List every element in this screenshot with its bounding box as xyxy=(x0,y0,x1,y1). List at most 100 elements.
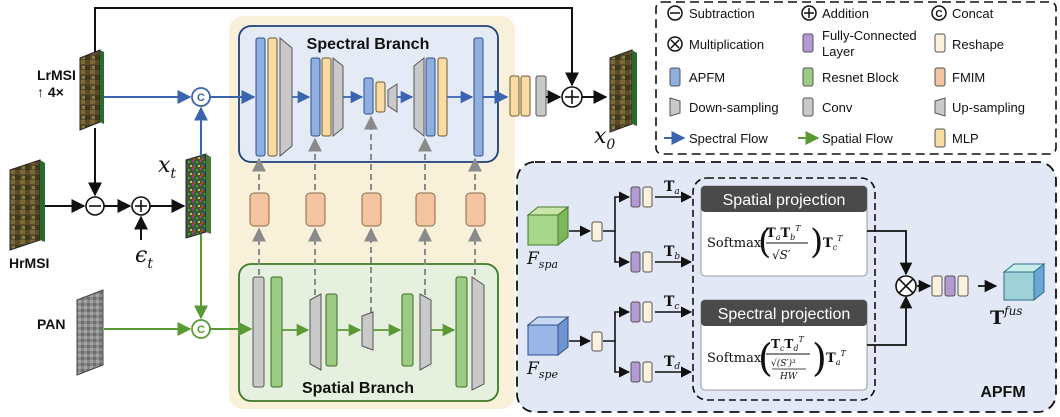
spectral-downsampling-block xyxy=(332,56,344,138)
legend-spectral-flow-label: Spectral Flow xyxy=(689,131,768,146)
svg-text:Softmax: Softmax xyxy=(707,236,762,251)
spectral-apfm-block xyxy=(363,77,374,115)
subtraction-icon xyxy=(667,5,683,21)
t-d-label: Td xyxy=(664,354,680,372)
svg-text:Softmax: Softmax xyxy=(707,351,762,366)
apfm-reshape-block xyxy=(642,251,653,273)
addition-node xyxy=(131,196,151,216)
spectral-apfm-block xyxy=(473,37,484,157)
noisy-xt-image xyxy=(185,153,211,239)
legend-addition-label: Addition xyxy=(822,6,869,21)
fmim-block xyxy=(249,192,270,227)
svg-text:C: C xyxy=(197,324,205,336)
legend-downsampling-icon xyxy=(669,97,681,117)
spatial-resnet-block xyxy=(270,276,283,388)
legend-downsampling-label: Down-sampling xyxy=(689,100,779,115)
svg-text:HW: HW xyxy=(779,372,798,382)
eps-label: ϵt xyxy=(135,243,153,272)
fmim-block xyxy=(305,192,326,227)
svg-text:C: C xyxy=(935,9,942,20)
fmim-dashed-connections xyxy=(252,115,482,313)
apfm-reshape-block xyxy=(642,361,653,383)
apfm-merge-lines xyxy=(867,230,998,346)
spectral-projection-title: Spectral projection xyxy=(718,306,851,323)
spectral-mlp-block xyxy=(375,81,386,113)
f-spe-cube xyxy=(526,315,570,357)
legend-fc-label-line2: Layer xyxy=(822,44,855,59)
apfm-fc-block xyxy=(630,186,641,208)
legend-resnet-swatch xyxy=(802,67,814,87)
apfm-reshape-block xyxy=(642,186,653,208)
xt-label: xt xyxy=(158,153,176,182)
spectral-projection-formula: Softmax ( TcTdT √(S′)³ HW ) TaT xyxy=(707,335,846,382)
svg-text:C: C xyxy=(197,92,205,104)
fmim-block xyxy=(415,192,436,227)
spatial-projection-title: Spatial projection xyxy=(723,192,846,209)
svg-text:(: ( xyxy=(758,336,773,380)
f-spa-cube xyxy=(526,205,570,247)
spectral-upsampling-block xyxy=(387,83,398,113)
spectral-input-arrows xyxy=(104,90,256,156)
fmim-blocks xyxy=(249,192,486,227)
lrmsi-scale-label: ↑ 4× xyxy=(37,84,64,100)
legend-fmim-swatch xyxy=(934,67,946,87)
t-b-label: Tb xyxy=(664,244,680,262)
spectral-mlp-block xyxy=(267,37,278,157)
concat-icon: C xyxy=(931,5,947,21)
legend-fc-swatch xyxy=(802,33,814,53)
pan-image xyxy=(76,289,104,376)
spectral-projection-header xyxy=(701,300,867,326)
spectral-apfm-block xyxy=(255,37,266,157)
legend: Subtraction Addition C Concat Multiplica… xyxy=(655,1,1057,155)
subtraction-node xyxy=(85,196,105,216)
pan-label: PAN xyxy=(37,316,66,332)
spatial-projection-formula: Softmax ( TaTbT √S′ ) TcT xyxy=(707,222,843,262)
addition-icon xyxy=(801,5,817,21)
svg-text:): ) xyxy=(810,222,823,262)
apfm-reshape-block xyxy=(591,221,603,242)
hrmsi-label: HrMSI xyxy=(9,255,49,271)
legend-upsampling-label: Up-sampling xyxy=(952,100,1025,115)
apfm-fc-block xyxy=(630,251,641,273)
lrmsi-image xyxy=(79,49,104,131)
t-c-label: Tc xyxy=(664,294,679,312)
hrmsi-image xyxy=(9,159,45,251)
spectral-apfm-block xyxy=(310,57,321,137)
legend-conv-label: Conv xyxy=(822,100,853,115)
multiplication-icon xyxy=(667,36,683,52)
spatial-upsampling-block xyxy=(471,276,485,391)
apfm-detail-panel xyxy=(516,161,1057,413)
t-a-label: Ta xyxy=(664,179,680,197)
spatial-branch-title: Spatial Branch xyxy=(302,380,414,397)
svg-text:TcTdT: TcTdT xyxy=(771,335,804,353)
apfm-lower-lines xyxy=(569,306,693,378)
svg-text:√(S′)³: √(S′)³ xyxy=(771,358,796,369)
spectral-branch-blocks xyxy=(255,36,484,158)
apfm-reshape-block xyxy=(591,331,603,352)
legend-resnet-label: Resnet Block xyxy=(822,70,899,85)
legend-reshape-swatch xyxy=(934,33,946,53)
legend-mlp-swatch xyxy=(934,128,946,148)
input-arrows xyxy=(45,7,579,240)
legend-multiplication-label: Multiplication xyxy=(689,37,764,52)
legend-mlp-label: MLP xyxy=(952,131,979,146)
output-addition-node xyxy=(561,86,583,108)
legend-conv-swatch xyxy=(802,97,814,117)
lrmsi-label: LrMSI xyxy=(37,67,76,83)
spatial-concat-node: C xyxy=(191,319,211,339)
spectral-apfm-block xyxy=(425,57,436,137)
projection-group-frame xyxy=(692,177,876,401)
spatial-upsampling-block xyxy=(419,293,432,371)
spatial-input-arrows xyxy=(104,234,253,336)
svg-text:TaT: TaT xyxy=(826,349,846,367)
spectral-upsampling-block xyxy=(413,56,425,138)
multiplication-node xyxy=(895,275,917,297)
legend-fmim-label: FMIM xyxy=(952,70,985,85)
legend-reshape-label: Reshape xyxy=(952,37,1004,52)
svg-text:√S′: √S′ xyxy=(772,248,791,262)
spectral-mlp-block xyxy=(437,57,448,137)
spatial-projection-header xyxy=(701,186,867,212)
t-fus-cube xyxy=(1002,262,1046,302)
svg-text:): ) xyxy=(812,336,827,380)
spatial-downsampling-block xyxy=(309,293,322,371)
